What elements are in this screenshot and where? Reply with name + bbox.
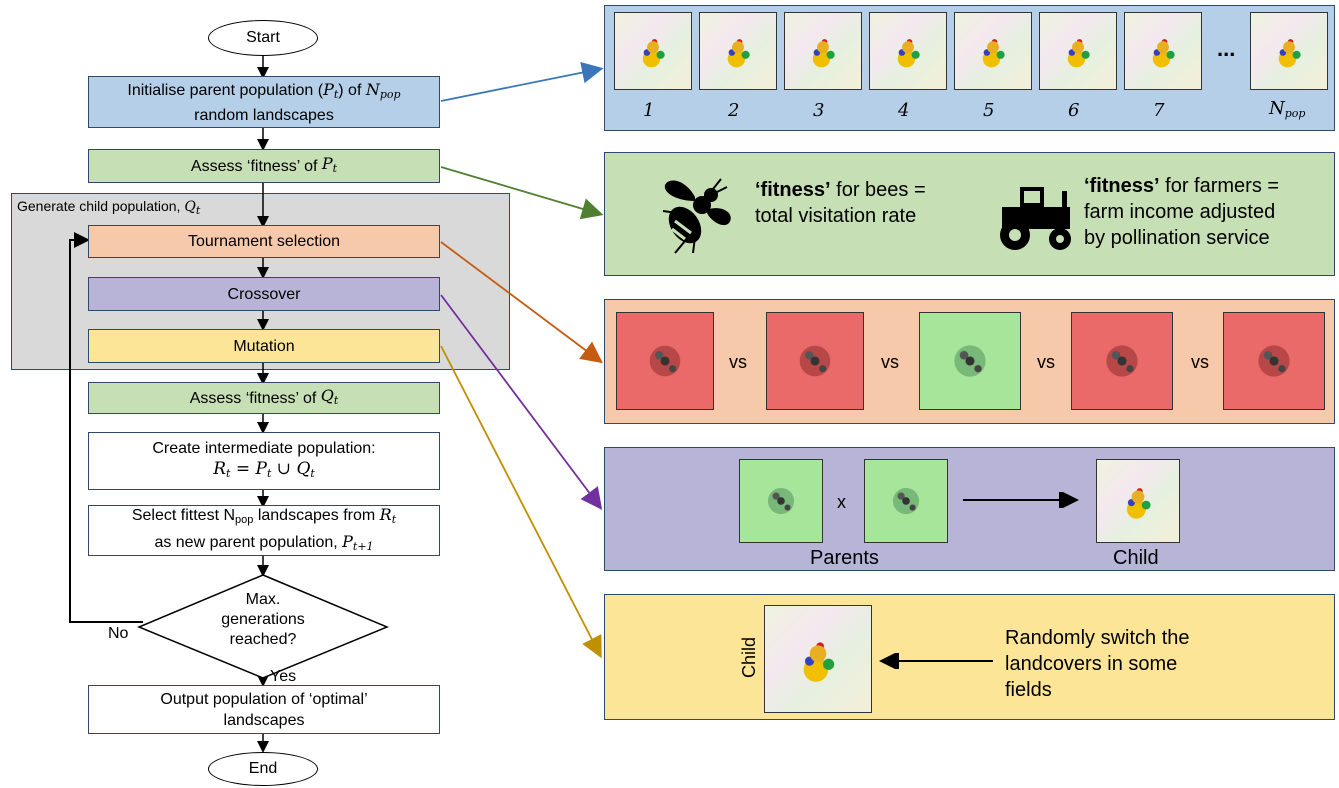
select-fittest-step: Select fittest Npop landscapes from Rt a… <box>88 505 440 556</box>
label-npop: Npop <box>1269 98 1306 120</box>
landscape-thumb-3 <box>784 12 862 90</box>
bee-icon <box>662 178 731 254</box>
landscape-thumb-6 <box>1039 12 1117 90</box>
mutation-child-thumb <box>764 605 872 713</box>
init-population-step: Initialise parent population (Pt) of Npo… <box>88 76 440 128</box>
mutation-child-label: Child <box>739 636 760 679</box>
population-panel: ... 1 2 3 4 5 6 7 Npop <box>604 5 1335 131</box>
label-7: 7 <box>1153 100 1165 121</box>
cross-x: x <box>837 492 846 512</box>
farmers-fitness-text: ‘fitness’ for farmers = farm income adju… <box>1084 175 1280 249</box>
intermediate-population-step: Create intermediate population: Rt = Pt … <box>88 432 440 490</box>
decision-text: Max. generations reached? <box>221 591 305 648</box>
ellipsis: ... <box>1217 36 1236 61</box>
parents-label: Parents <box>810 547 879 569</box>
mutation-panel: Child Randomly switch the landcovers in … <box>604 594 1335 720</box>
vs-1: vs <box>729 352 747 372</box>
decision-diamond <box>137 574 389 679</box>
landscape-thumb-npop <box>1250 12 1328 90</box>
assess-child-fitness-step: Assess ‘fitness’ of Qt <box>88 382 440 414</box>
landscape-thumb-2 <box>699 12 777 90</box>
bees-fitness-text: ‘fitness’ for bees = total visitation ra… <box>755 179 926 227</box>
landscape-thumb-1 <box>614 12 692 90</box>
tournament-thumb-2 <box>766 312 864 410</box>
label-2: 2 <box>728 100 740 121</box>
crossover-step: Crossover <box>88 277 440 311</box>
label-5: 5 <box>983 100 995 121</box>
vs-2: vs <box>881 352 899 372</box>
fitness-panel: ‘fitness’ for bees = total visitation ra… <box>604 152 1335 276</box>
crossover-arrow <box>963 492 1079 508</box>
label-1: 1 <box>643 100 655 121</box>
no-label: No <box>108 625 129 642</box>
start-terminal: Start <box>208 20 318 56</box>
child-thumb <box>1096 459 1180 543</box>
yes-label: Yes <box>270 668 297 685</box>
tournament-thumb-1 <box>616 312 714 410</box>
landscape-thumb-4 <box>869 12 947 90</box>
parent-thumb-1 <box>739 459 823 543</box>
crossover-panel: x Parents Child <box>604 447 1335 571</box>
label-6: 6 <box>1068 100 1080 121</box>
vs-4: vs <box>1191 352 1209 372</box>
tournament-selection-step: Tournament selection <box>88 225 440 258</box>
child-label: Child <box>1113 547 1159 569</box>
child-population-group-label: Generate child population, Qt <box>17 198 201 217</box>
tournament-thumb-5 <box>1223 312 1325 410</box>
tournament-thumb-4 <box>1071 312 1173 410</box>
vs-3: vs <box>1037 352 1055 372</box>
mutation-description: Randomly switch the landcovers in some f… <box>1005 627 1190 701</box>
tractor-icon <box>1000 187 1071 250</box>
tournament-panel: vs vs vs vs <box>604 299 1335 424</box>
arrow-to-fitness-panel <box>440 166 604 220</box>
mutation-arrow <box>879 653 993 669</box>
arrow-to-tournament-panel <box>440 241 603 364</box>
output-step: Output population of ‘optimal’ landscape… <box>88 685 440 734</box>
label-3: 3 <box>813 100 825 121</box>
arrow-to-population-panel <box>440 61 604 102</box>
arrow-to-crossover-panel <box>440 294 603 510</box>
label-4: 4 <box>898 100 910 121</box>
arrow-to-mutation-panel <box>440 345 602 659</box>
parent-thumb-2 <box>864 459 948 543</box>
landscape-thumb-5 <box>954 12 1032 90</box>
mutation-step: Mutation <box>88 329 440 363</box>
tournament-thumb-3 <box>919 312 1021 410</box>
flow-arrows <box>69 55 269 753</box>
loop-arrow-no <box>69 232 143 623</box>
landscape-thumb-7 <box>1124 12 1202 90</box>
assess-parent-fitness-step: Assess ‘fitness’ of Pt <box>88 149 440 183</box>
end-terminal: End <box>208 752 318 786</box>
